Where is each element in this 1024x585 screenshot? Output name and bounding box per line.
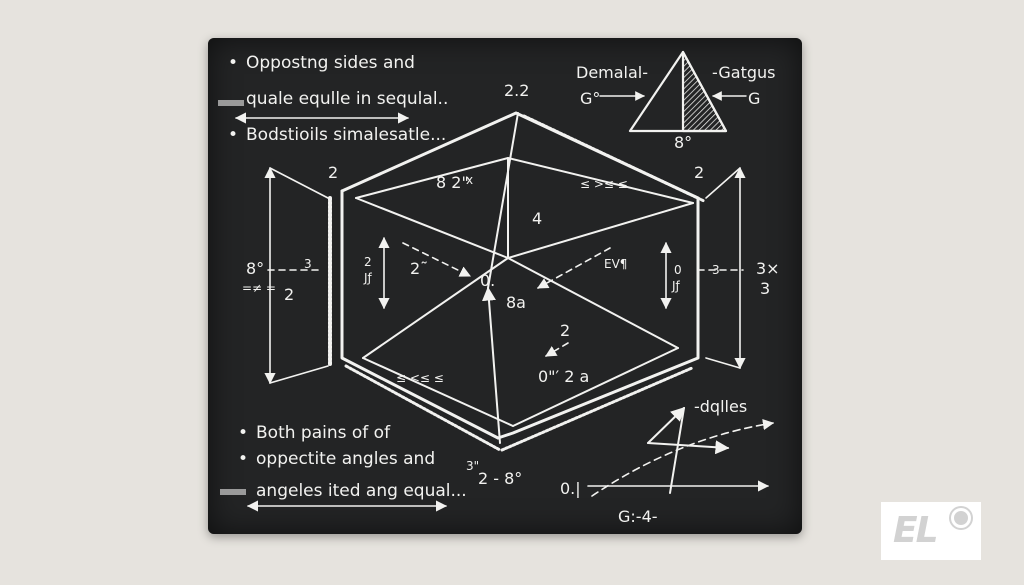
- watermark-logo: EL: [881, 502, 981, 560]
- label-left-dim-c: =≠ =: [242, 281, 276, 295]
- label-left-dim-a: 8°: [246, 259, 264, 278]
- label-right-tick: 0: [674, 263, 682, 277]
- label-left-vertex: 2: [328, 163, 338, 182]
- bullet-text: oppectite angles and: [256, 449, 435, 469]
- angle-diagram: [587, 407, 775, 497]
- bullet-text: quale equlle in sequlal..: [246, 89, 448, 109]
- label-upper-face: 8 2": [436, 173, 469, 192]
- top-bullet-list: • Oppostng sides and quale equlle in seq…: [218, 53, 448, 145]
- label-right-tick-sub: Jƒ: [671, 279, 681, 293]
- hexagon-outline: [328, 111, 706, 452]
- bullet-text: Both pains of of: [256, 423, 391, 443]
- label-bottom-vertex: 2 - 8°: [478, 469, 522, 488]
- bullet-text: angeles ited ang equal...: [256, 481, 467, 501]
- bullet-text: Oppostng sides and: [246, 53, 415, 73]
- label-left-inner: 2˜: [410, 259, 428, 278]
- label-angle: -dqlles: [694, 397, 747, 416]
- logo-text: EL: [893, 510, 939, 551]
- bullet-dot: •: [228, 125, 238, 145]
- label-right-small: 3: [712, 263, 720, 277]
- label-lower-mid: 2: [560, 321, 570, 340]
- label-tri-left: Demalal-: [576, 63, 648, 82]
- label-right-inner: EV¶: [604, 257, 627, 271]
- diagram-labels: 2.2 2 2 8 2" x ≤ >≤ ≤ 4 0. 8a 2˜ EV¶ 8° …: [242, 63, 780, 526]
- label-bottom-vertex-sub: 3": [466, 459, 479, 473]
- bullet-dot: •: [238, 423, 248, 443]
- label-center-0: 0.: [480, 271, 495, 290]
- label-tri-g-left: G°: [580, 89, 600, 108]
- label-angle-left: 0.|: [560, 479, 581, 498]
- label-left-small: 3: [304, 257, 312, 271]
- chalk-eraser-mark: [218, 100, 244, 106]
- diagram-canvas: • Oppostng sides and quale equlle in seq…: [218, 50, 780, 526]
- hatched-triangle: [599, 50, 747, 133]
- bottom-bullet-list: • Both pains of of • oppectite angles an…: [220, 423, 467, 501]
- label-tri-g-right: G: [748, 89, 760, 108]
- bullet-text: Bodstioils simalesatle...: [246, 125, 446, 145]
- label-upper-face-sub: x: [466, 173, 473, 187]
- label-right-dim-b: 3: [760, 279, 770, 298]
- logo-dot-icon: [951, 508, 971, 528]
- label-top-center: 2.2: [504, 81, 529, 100]
- chalkboard: • Oppostng sides and quale equlle in seq…: [208, 38, 802, 534]
- label-left-tick: 2: [364, 255, 372, 269]
- label-lower-ticks: ≤ <≤ ≤: [396, 371, 444, 385]
- label-upper-ticks: ≤ >≤ ≤: [580, 177, 628, 191]
- bullet-dot: •: [238, 449, 248, 469]
- inner-face: [355, 112, 694, 444]
- label-lower-mid2: 0"′ 2 a: [538, 367, 589, 386]
- label-right-dim-a: 3×: [756, 259, 780, 278]
- label-center-8: 8a: [506, 293, 526, 312]
- dimension-lines: [234, 112, 746, 512]
- label-tri-right: -Gatgus: [712, 63, 775, 82]
- label-angle-bottom: G:-4-: [618, 507, 658, 526]
- label-center-4: 4: [532, 209, 542, 228]
- chalk-eraser-mark: [220, 489, 246, 495]
- label-left-tick-sub: Jƒ: [363, 271, 373, 285]
- label-left-dim-b: 2: [284, 285, 294, 304]
- label-right-vertex: 2: [694, 163, 704, 182]
- label-tri-bottom: 8°: [674, 133, 692, 152]
- bullet-dot: •: [228, 53, 238, 73]
